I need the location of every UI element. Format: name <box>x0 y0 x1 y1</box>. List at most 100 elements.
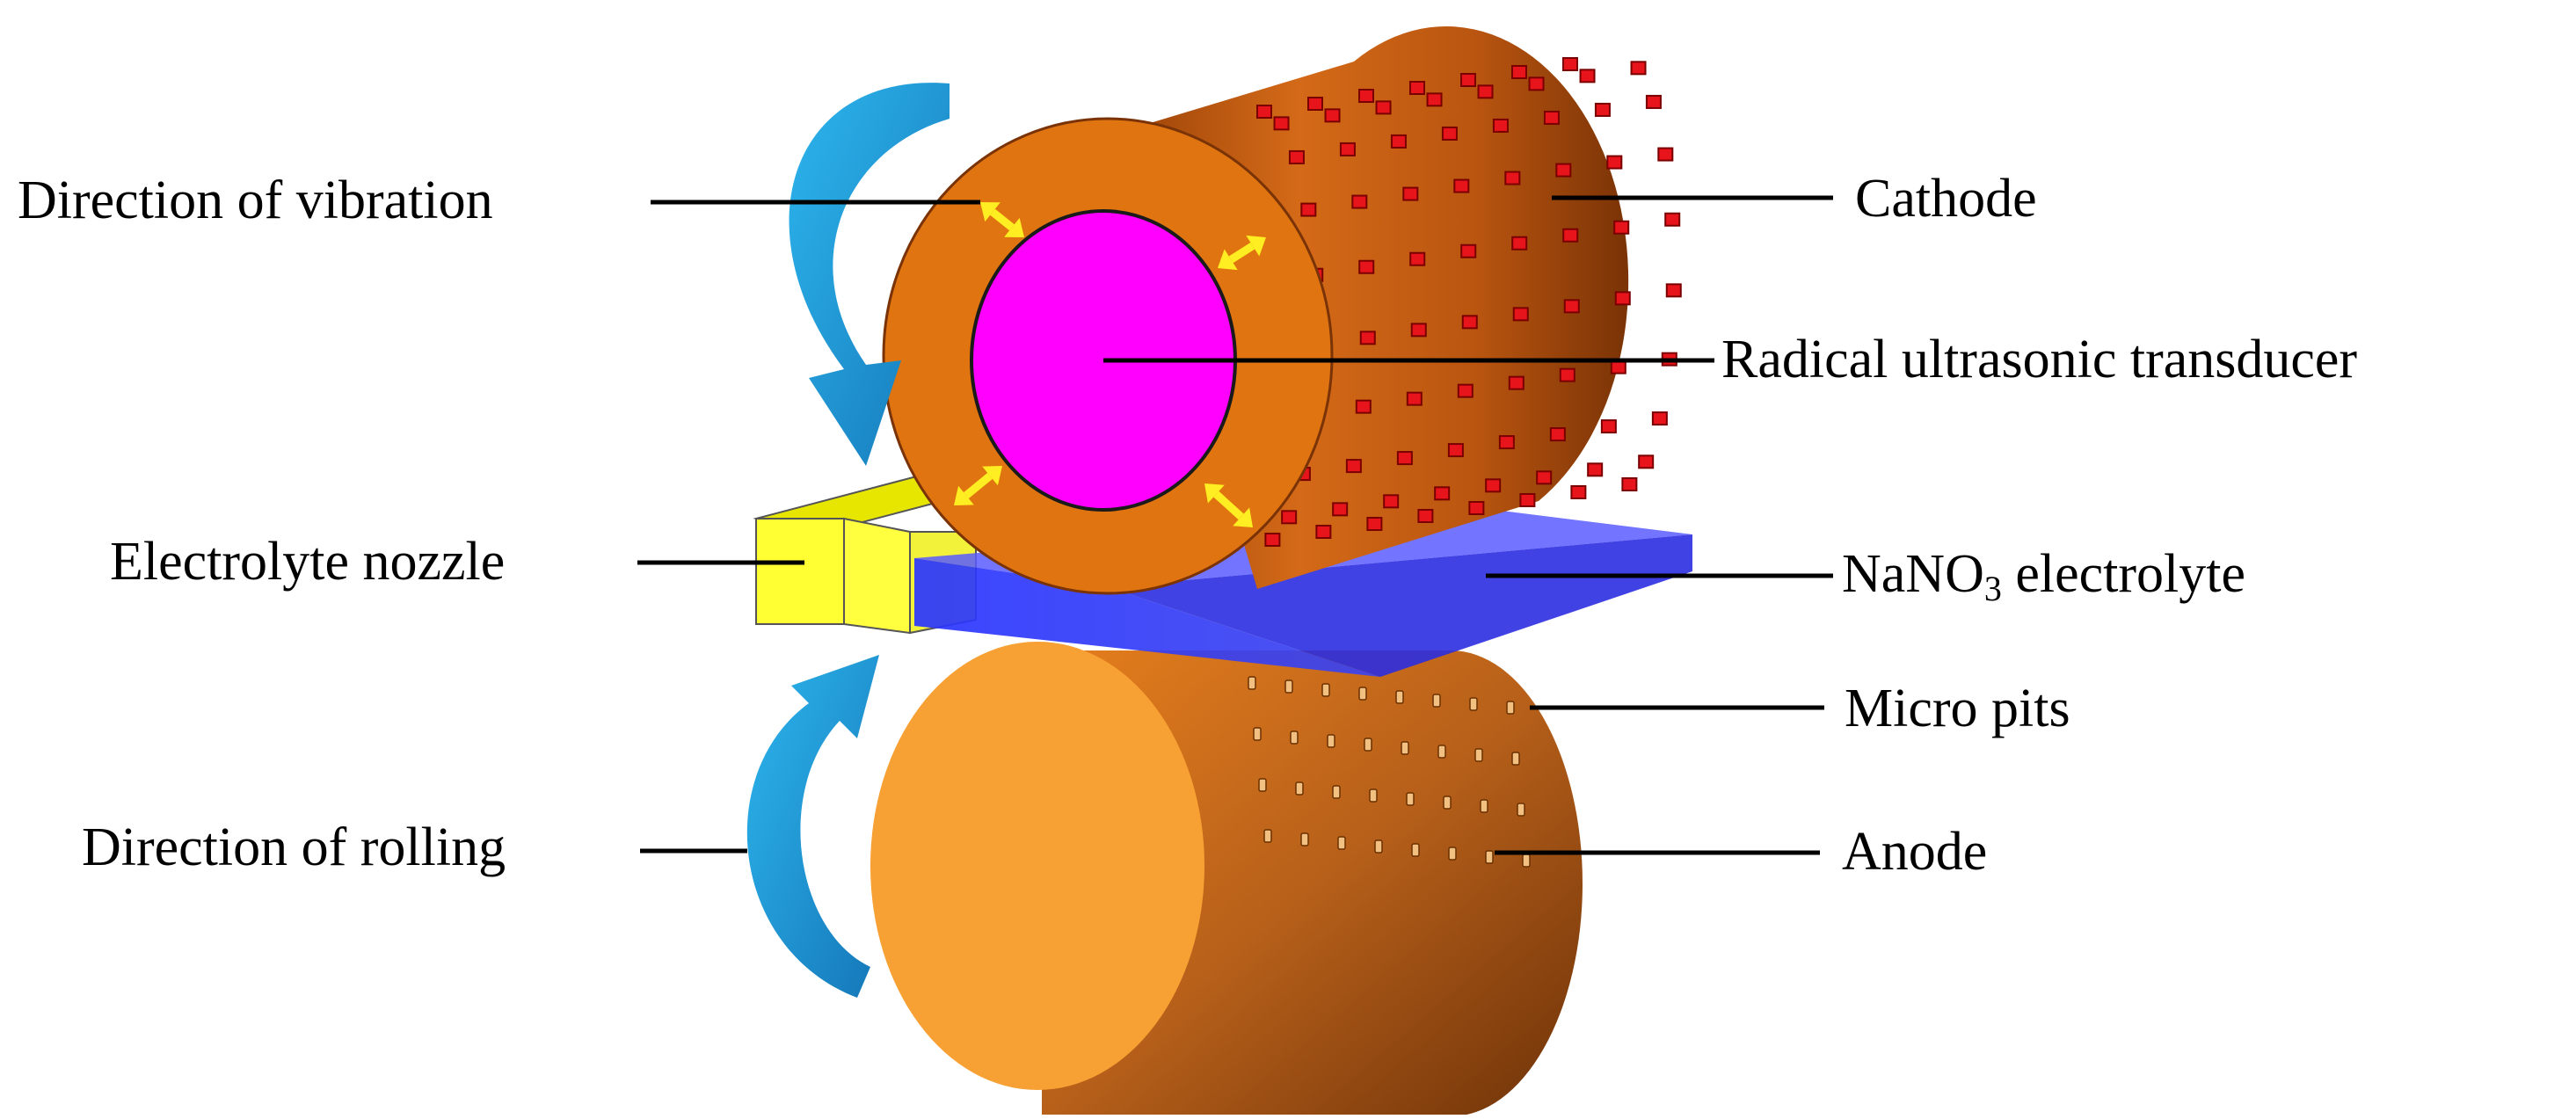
cathode-electrode <box>1273 116 1290 131</box>
cathode-electrode <box>1511 236 1528 251</box>
cathode-electrode <box>1288 149 1305 164</box>
vibration-arrowhead <box>954 485 974 505</box>
micro-pit <box>1401 741 1409 755</box>
cathode-electrode <box>1468 500 1485 515</box>
cathode-electrode <box>1307 97 1323 111</box>
cathode-electrode <box>1645 94 1662 109</box>
micro-pit <box>1469 697 1478 711</box>
cathode-electrode <box>1281 510 1298 525</box>
micro-pit <box>1411 843 1420 857</box>
cathode-electrode <box>1579 69 1596 84</box>
cathode-electrode <box>1543 110 1560 125</box>
vibration-arrowhead <box>1204 483 1225 504</box>
micro-pit <box>1258 778 1267 792</box>
cathode-electrode <box>1457 383 1474 398</box>
cathode-electrode <box>1390 134 1407 149</box>
cathode-electrode <box>1351 194 1368 209</box>
cathode-electrode <box>1315 524 1332 539</box>
cathode-electrode <box>1570 484 1587 499</box>
cathode-electrode <box>1256 105 1272 119</box>
cathode-electrode <box>1264 532 1281 547</box>
cathode-electrode <box>1528 76 1545 91</box>
cathode-electrode <box>1461 315 1478 330</box>
cathode-electrode <box>1375 100 1392 115</box>
rolling-rotation-arrow <box>746 655 879 998</box>
cathode-electrode <box>1324 108 1341 123</box>
cathode-electrode <box>1332 502 1349 517</box>
cathode-electrode <box>1610 360 1626 374</box>
cathode-electrode <box>1396 451 1413 466</box>
cathode-electrode <box>1441 126 1458 141</box>
vibration-arrowhead <box>982 466 1002 486</box>
micro-pit <box>1300 832 1309 847</box>
leader-lines <box>637 195 1833 855</box>
vibration-arrowhead <box>1004 217 1024 237</box>
cathode-electrode <box>1485 478 1502 493</box>
cathode-electrode <box>1665 283 1682 298</box>
micro-pit <box>1263 829 1272 843</box>
micro-pits-group <box>1248 676 1531 868</box>
micro-pit <box>1295 781 1304 796</box>
cathode-electrode <box>1562 228 1579 243</box>
cathode-electrode <box>1410 323 1427 338</box>
cathode-electrode <box>1355 399 1372 414</box>
cathode-electrode <box>1614 291 1631 306</box>
electrolyte-formula: NaNO <box>1842 544 1984 604</box>
vibration-arrows-group <box>954 202 1266 527</box>
cathode-electrode <box>1549 427 1566 442</box>
cathode-electrode <box>1587 462 1604 477</box>
cathode-electrode <box>1345 459 1362 474</box>
micro-pit <box>1369 788 1378 803</box>
label-direction-of-vibration: Direction of vibration <box>18 171 493 230</box>
cathode-electrode <box>1402 186 1419 201</box>
cathode-electrode <box>1492 118 1509 133</box>
vibration-arrowhead <box>980 202 1001 222</box>
label-micro-pits: Micro pits <box>1845 679 2070 738</box>
cathode-electrode <box>1447 443 1464 458</box>
cathode-electrode <box>1559 367 1575 382</box>
cathode-electrodes-group <box>1256 57 1682 547</box>
label-nano3-electrolyte: NaNO3 electrolyte <box>1842 547 2245 607</box>
micro-pit <box>1485 850 1494 864</box>
cathode-electrode <box>1426 92 1443 107</box>
micro-pit <box>1480 799 1488 813</box>
micro-pit <box>1364 738 1372 752</box>
cathode-electrode <box>1477 84 1494 99</box>
cathode-electrode <box>1409 251 1426 266</box>
cathode-electrode <box>1359 331 1376 345</box>
micro-pit <box>1474 748 1483 762</box>
vibration-arrow <box>990 208 1015 231</box>
cathode-electrode <box>1358 89 1374 103</box>
micro-pit <box>1517 803 1525 817</box>
anode-face <box>870 642 1204 1090</box>
micro-pit <box>1522 854 1531 868</box>
micro-pit <box>1395 690 1404 704</box>
label-cathode: Cathode <box>1855 169 2037 229</box>
micro-pit <box>1437 745 1446 759</box>
micro-pit <box>1511 752 1520 766</box>
micro-pit <box>1443 796 1452 810</box>
cathode-electrode <box>1339 142 1356 156</box>
cathode-electrode <box>1536 470 1553 485</box>
electrolyte-word: electrolyte <box>2001 544 2245 604</box>
cathode-electrode <box>1657 147 1674 162</box>
micro-pit <box>1327 734 1335 748</box>
cathode-electrode <box>1409 81 1425 95</box>
cathode-electrode <box>1606 155 1623 170</box>
cathode-electrode <box>1512 307 1529 322</box>
vibration-rotation-arrow <box>789 83 950 466</box>
cathode-electrode <box>1594 102 1611 117</box>
cathode-roll <box>882 25 1682 595</box>
label-anode: Anode <box>1842 822 1988 882</box>
anode-roll <box>870 642 1583 1116</box>
micro-pit <box>1253 727 1262 741</box>
cathode-electrode <box>1406 391 1423 406</box>
micro-pit <box>1358 687 1367 701</box>
micro-pit <box>1432 694 1441 708</box>
cathode-electrode <box>1621 476 1638 491</box>
cathode-electrode <box>1511 65 1527 79</box>
cathode-electrode <box>1613 220 1630 235</box>
cathode-electrode <box>1651 411 1668 426</box>
micro-pit <box>1337 836 1346 850</box>
